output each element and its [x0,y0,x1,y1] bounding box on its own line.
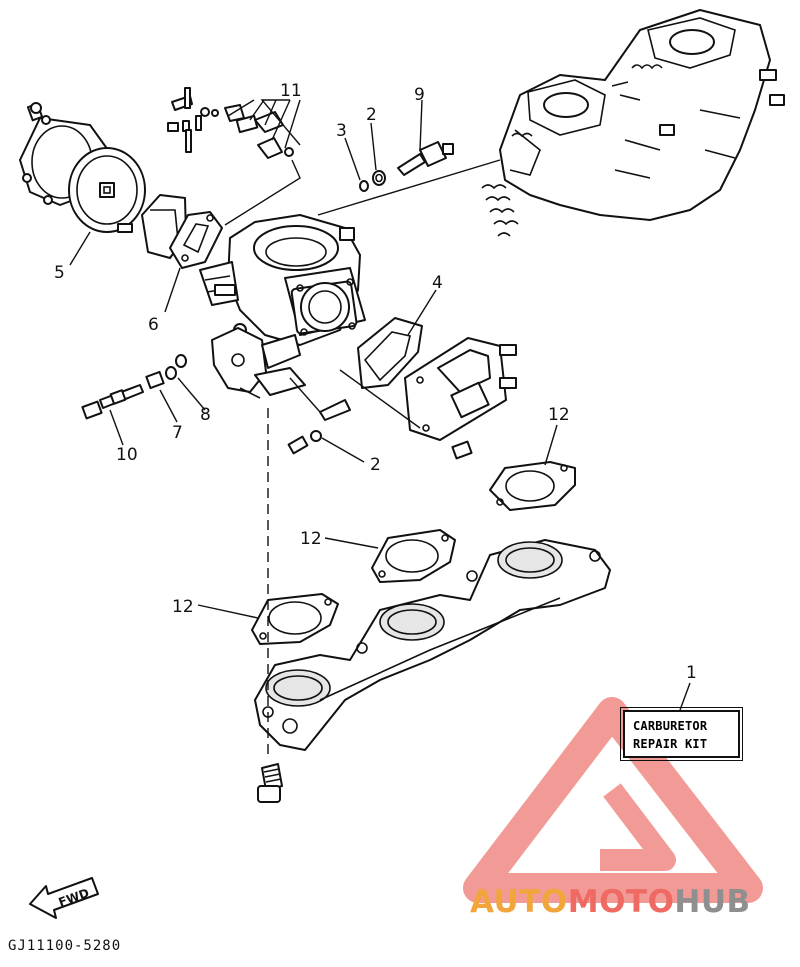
callout-1: 1 [686,663,697,683]
fwd-arrow: FWD [29,877,99,919]
repair-kit-line2: REPAIR KIT [633,737,708,751]
callout-4: 4 [432,273,443,293]
diaphragm [68,147,146,233]
gasket-12-top [489,461,576,511]
watermark-auto: AUTO [470,884,568,920]
callout-5: 5 [54,263,65,283]
small-parts-11 [167,87,294,159]
callout-6: 6 [148,315,159,335]
washer-8 [165,354,187,380]
callout-9: 9 [414,85,425,105]
spring-7 [145,370,165,390]
callout-labels: 1 2 2 3 4 5 6 7 8 9 10 11 12 12 12 [54,81,697,683]
repair-kit-line1: CARBURETOR [633,719,708,733]
callout-11: 11 [280,81,302,101]
callout-8: 8 [200,405,211,425]
gasket-4 [357,317,423,389]
watermark-text: AUTOMOTOHUB [470,884,751,920]
callout-leaders [69,99,691,711]
callout-10: 10 [116,445,138,465]
adjust-screw-9 [397,141,454,176]
gasket-12-mid [371,529,456,583]
callout-12c: 12 [172,597,194,617]
callout-2a: 2 [366,105,377,125]
o-ring-3 [359,180,369,192]
gasket-12-low [251,593,339,645]
callout-3: 3 [336,121,347,141]
manifold-bolt [257,763,283,803]
gasket-6 [169,211,223,269]
spring-2a [372,170,386,186]
adjust-screw-10 [81,384,144,420]
watermark-hub: HUB [674,884,751,920]
engine-block [481,9,785,237]
throttle-linkage [211,327,351,455]
callout-2b: 2 [370,455,381,475]
small-screw [117,223,133,233]
pump-cover [404,337,517,460]
callout-12b: 12 [300,529,322,549]
callout-7: 7 [172,423,183,443]
watermark-logo [463,697,763,903]
watermark-moto: MOTO [567,884,675,920]
callout-12a: 12 [548,405,570,425]
assembly-lines [224,99,501,760]
intake-manifold [254,539,611,751]
repair-kit-box: CARBURETOR REPAIR KIT [620,707,743,761]
carburetor-body [199,214,366,346]
drawing-code: GJ11100-5280 [8,938,122,954]
